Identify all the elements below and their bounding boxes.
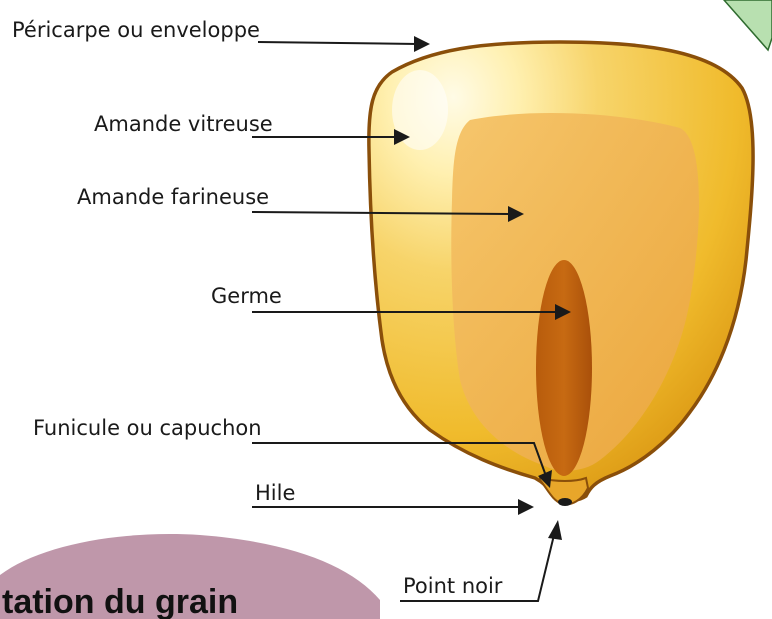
label-amande-farineuse: Amande farineuse [77,185,269,209]
label-point-noir: Point noir [403,574,503,598]
label-hile: Hile [255,481,295,505]
label-germe: Germe [211,284,282,308]
germe-region [536,260,592,476]
label-pericarpe: Péricarpe ou enveloppe [12,18,260,42]
point-noir-dot [558,498,572,506]
label-funicule: Funicule ou capuchon [33,416,262,440]
leader-pericarpe [258,36,430,52]
leaf-shape [724,0,772,50]
label-amande-vitreuse: Amande vitreuse [94,112,273,136]
blob-caption: tation du grain [0,582,382,619]
